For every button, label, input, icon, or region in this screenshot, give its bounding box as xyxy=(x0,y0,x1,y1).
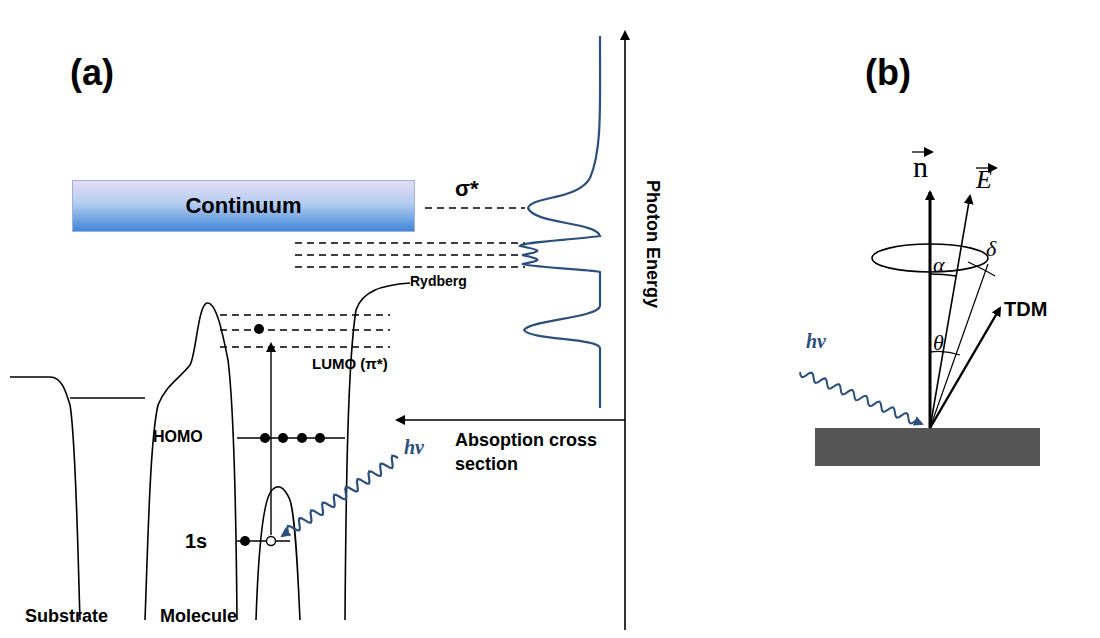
axis xyxy=(624,32,626,630)
cone-line xyxy=(930,264,988,428)
substrate-surface xyxy=(815,428,1040,466)
axis-label: Absoption cross section xyxy=(455,428,605,477)
continuum-band: Continuum xyxy=(72,180,415,232)
photon-wave xyxy=(282,456,398,536)
normal-vector xyxy=(929,192,932,428)
photon-label: hv xyxy=(806,330,826,353)
band-label: Continuum xyxy=(185,193,301,219)
orbital-label: HOMO xyxy=(153,428,203,446)
orbital-label: Rydberg xyxy=(410,273,467,289)
photon-label: hv xyxy=(404,436,424,459)
orbital-label: 1s xyxy=(185,530,207,553)
vector-label: TDM xyxy=(1004,298,1047,321)
orbital-label: σ* xyxy=(455,176,479,202)
potential-curve xyxy=(10,283,410,620)
vector-label: E xyxy=(976,165,992,195)
spectrum-curve xyxy=(520,36,600,408)
angle-label: θ xyxy=(933,330,944,356)
axis-label: Photon Energy xyxy=(642,180,663,308)
core-hole xyxy=(267,537,276,546)
panel-letter: (a) xyxy=(70,52,114,94)
photon-wave xyxy=(800,372,922,424)
region-label: Substrate xyxy=(25,606,108,627)
vector-label: n xyxy=(913,150,928,184)
panel-letter: (b) xyxy=(865,52,911,94)
excitation-arrow xyxy=(270,344,271,535)
region-label: Molecule xyxy=(160,606,237,627)
orbital-label: LUMO (π*) xyxy=(312,355,388,372)
angle-label: α xyxy=(933,252,945,278)
tdm-vector xyxy=(930,308,1000,428)
angle-label: δ xyxy=(986,236,996,262)
axis xyxy=(397,419,625,421)
